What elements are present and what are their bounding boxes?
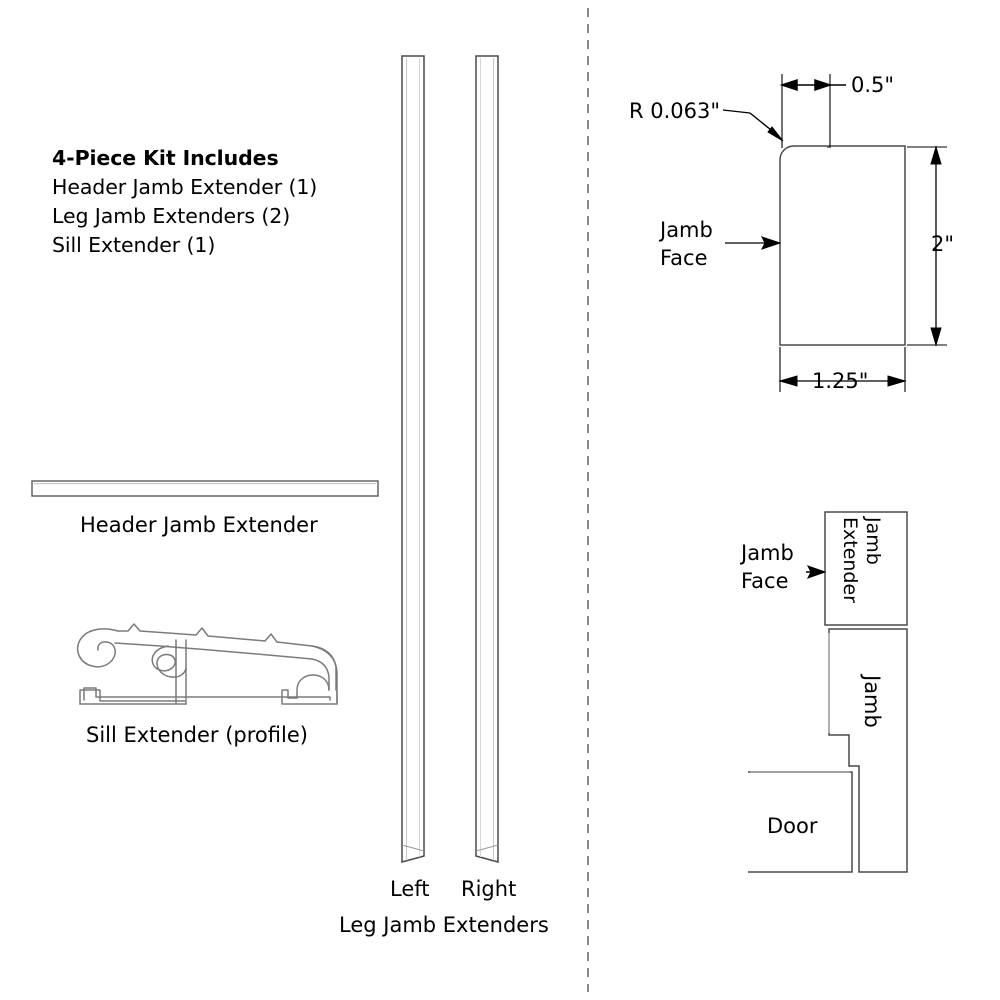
jamb-profile-shape bbox=[779, 145, 906, 346]
kit-item-leg-jamb-extenders: Leg Jamb Extenders (2) bbox=[52, 204, 291, 228]
dimension-2-inch-label: 2" bbox=[931, 232, 955, 256]
jamb-face-label-profile-line2: Face bbox=[660, 246, 708, 270]
radius-callout-leader bbox=[722, 109, 784, 142]
dimension-1-25-inch-label: 1.25" bbox=[812, 369, 869, 393]
assembly-door-label: Door bbox=[767, 814, 818, 838]
assembly-jamb-label: Jamb bbox=[860, 675, 884, 728]
kit-item-sill-extender: Sill Extender (1) bbox=[52, 233, 216, 257]
leg-right-label: Right bbox=[461, 877, 517, 901]
dimension-0-5-inch bbox=[779, 74, 846, 148]
assembly-jamb-shape bbox=[828, 628, 908, 873]
kit-heading: 4-Piece Kit Includes bbox=[52, 146, 279, 170]
kit-item-header-jamb-extender: Header Jamb Extender (1) bbox=[52, 175, 318, 199]
dimension-1-25-inch bbox=[778, 347, 907, 392]
assembly-door-shape bbox=[748, 771, 853, 873]
header-jamb-extender-label: Header Jamb Extender bbox=[80, 513, 318, 537]
leg-jamb-extender-right-shape bbox=[475, 55, 499, 863]
leg-left-label: Left bbox=[390, 877, 430, 901]
leg-jamb-extender-left-shape bbox=[401, 55, 425, 863]
jamb-face-arrow-assembly bbox=[806, 565, 827, 579]
assembly-jamb-extender-label-line1: Jamb bbox=[862, 517, 884, 565]
sill-extender-profile-shape bbox=[76, 623, 338, 705]
radius-callout-label: R 0.063" bbox=[629, 99, 721, 123]
jamb-face-arrow-profile bbox=[725, 236, 782, 250]
jamb-face-label-profile-line1: Jamb bbox=[660, 218, 713, 242]
dimension-2-inch bbox=[907, 145, 947, 347]
sill-extender-label: Sill Extender (profile) bbox=[86, 723, 308, 747]
assembly-jamb-extender-shape bbox=[824, 511, 908, 626]
jamb-face-label-assembly-line2: Face bbox=[741, 569, 789, 593]
dimension-0-5-inch-label: 0.5" bbox=[851, 73, 895, 97]
assembly-jamb-extender-label-line2: Extender bbox=[839, 517, 861, 603]
header-jamb-extender-shape bbox=[31, 480, 379, 497]
leg-group-label: Leg Jamb Extenders bbox=[339, 913, 549, 937]
jamb-face-label-assembly-line1: Jamb bbox=[741, 541, 794, 565]
